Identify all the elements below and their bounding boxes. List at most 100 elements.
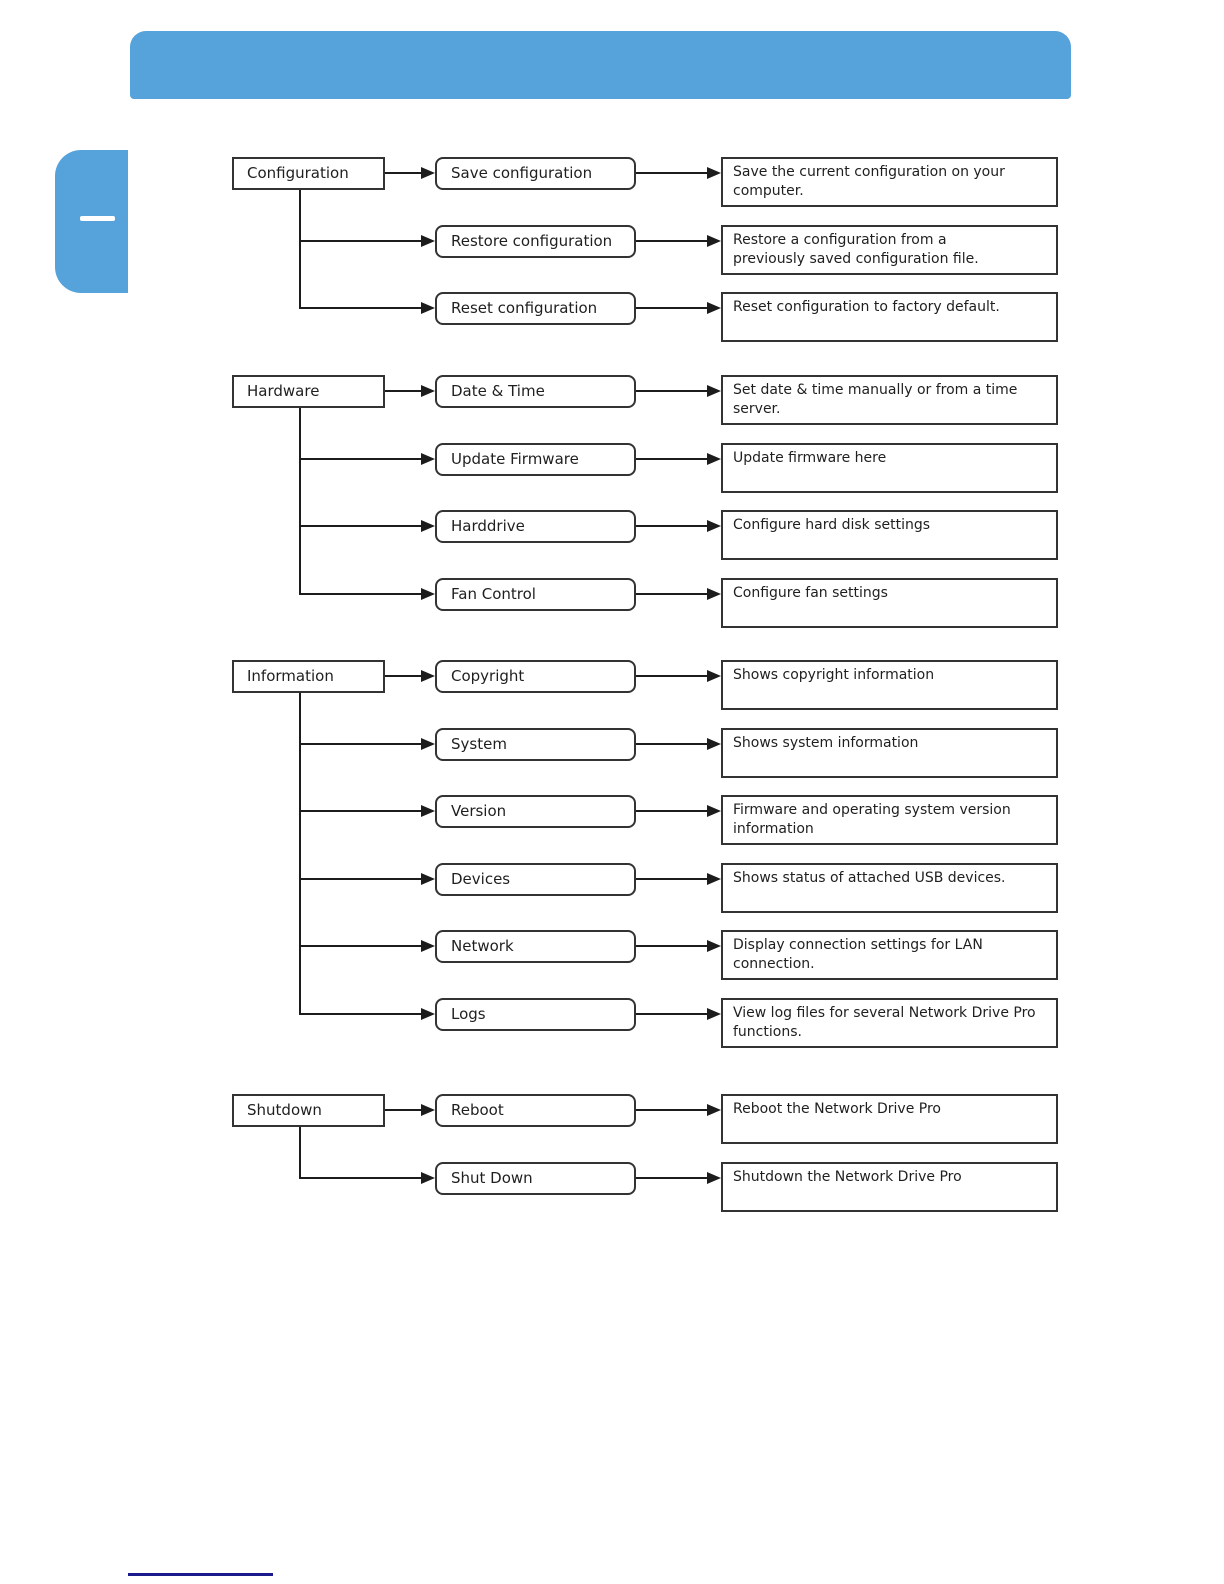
description-box: Configure fan settings <box>721 578 1058 628</box>
connector-line <box>385 1109 423 1111</box>
connector-line <box>299 458 423 460</box>
connector-line <box>636 1177 709 1179</box>
diagram-row: Shut Down Shutdown the Network Drive Pro <box>0 1162 1224 1212</box>
minus-icon <box>80 216 115 221</box>
arrowhead-icon <box>421 940 435 952</box>
arrowhead-icon <box>421 873 435 885</box>
arrowhead-icon <box>707 738 721 750</box>
diagram-row: Shutdown Reboot Reboot the Network Drive… <box>0 1094 1224 1144</box>
connector-line <box>385 390 423 392</box>
menu-item-box: Version <box>435 795 636 828</box>
arrowhead-icon <box>421 385 435 397</box>
arrowhead-icon <box>707 873 721 885</box>
diagram-row: Network Display connection settings for … <box>0 930 1224 980</box>
description-box: Display connection settings for LAN conn… <box>721 930 1058 980</box>
diagram-row: Information Copyright Shows copyright in… <box>0 660 1224 710</box>
description-box: Shows status of attached USB devices. <box>721 863 1058 913</box>
connector-line <box>385 172 423 174</box>
connector-line <box>636 172 709 174</box>
arrowhead-icon <box>421 670 435 682</box>
arrowhead-icon <box>707 670 721 682</box>
arrowhead-icon <box>421 235 435 247</box>
diagram-row: Devices Shows status of attached USB dev… <box>0 863 1224 913</box>
menu-item-box: Date & Time <box>435 375 636 408</box>
connector-line <box>299 190 301 308</box>
connector-line <box>299 945 423 947</box>
side-tab[interactable] <box>55 150 128 293</box>
diagram-row: Configuration Save configuration Save th… <box>0 157 1224 207</box>
arrowhead-icon <box>421 453 435 465</box>
diagram-row: Restore configuration Restore a configur… <box>0 225 1224 275</box>
root-box: Configuration <box>232 157 385 190</box>
arrowhead-icon <box>707 167 721 179</box>
description-box: Restore a configuration from a previousl… <box>721 225 1058 275</box>
connector-line <box>636 878 709 880</box>
menu-item-box: Network <box>435 930 636 963</box>
arrowhead-icon <box>707 588 721 600</box>
diagram-row: Logs View log files for several Network … <box>0 998 1224 1048</box>
connector-line <box>299 878 423 880</box>
arrowhead-icon <box>421 738 435 750</box>
arrowhead-icon <box>707 235 721 247</box>
description-box: Set date & time manually or from a time … <box>721 375 1058 425</box>
diagram-row: Update Firmware Update firmware here <box>0 443 1224 493</box>
menu-item-box: Restore configuration <box>435 225 636 258</box>
diagram-row: Fan Control Configure fan settings <box>0 578 1224 628</box>
description-box: Update firmware here <box>721 443 1058 493</box>
description-box: Save the current configuration on your c… <box>721 157 1058 207</box>
header-bar <box>130 31 1071 99</box>
diagram-row: System Shows system information <box>0 728 1224 778</box>
menu-item-box: Shut Down <box>435 1162 636 1195</box>
arrowhead-icon <box>707 453 721 465</box>
connector-line <box>636 1013 709 1015</box>
menu-item-box: Devices <box>435 863 636 896</box>
connector-line <box>636 675 709 677</box>
description-box: Firmware and operating system version in… <box>721 795 1058 845</box>
diagram-row: Harddrive Configure hard disk settings <box>0 510 1224 560</box>
arrowhead-icon <box>421 520 435 532</box>
connector-line <box>299 810 423 812</box>
arrowhead-icon <box>707 302 721 314</box>
connector-line <box>299 408 301 594</box>
arrowhead-icon <box>421 588 435 600</box>
arrowhead-icon <box>421 1008 435 1020</box>
description-box: Shows system information <box>721 728 1058 778</box>
menu-item-box: Reset configuration <box>435 292 636 325</box>
diagram-row: Version Firmware and operating system ve… <box>0 795 1224 845</box>
menu-item-box: Update Firmware <box>435 443 636 476</box>
connector-line <box>636 458 709 460</box>
connector-line <box>299 743 423 745</box>
root-box: Shutdown <box>232 1094 385 1127</box>
root-box: Hardware <box>232 375 385 408</box>
arrowhead-icon <box>707 940 721 952</box>
arrowhead-icon <box>707 1008 721 1020</box>
menu-item-box: Copyright <box>435 660 636 693</box>
root-box: Information <box>232 660 385 693</box>
connector-line <box>636 810 709 812</box>
connector-line <box>636 525 709 527</box>
connector-line <box>636 240 709 242</box>
connector-line <box>299 240 423 242</box>
arrowhead-icon <box>707 1104 721 1116</box>
description-box: Reset configuration to factory default. <box>721 292 1058 342</box>
connector-line <box>299 525 423 527</box>
arrowhead-icon <box>707 1172 721 1184</box>
menu-item-box: Reboot <box>435 1094 636 1127</box>
arrowhead-icon <box>421 805 435 817</box>
arrowhead-icon <box>421 1172 435 1184</box>
arrowhead-icon <box>707 805 721 817</box>
arrowhead-icon <box>421 167 435 179</box>
menu-item-box: Save configuration <box>435 157 636 190</box>
arrowhead-icon <box>421 1104 435 1116</box>
menu-item-box: System <box>435 728 636 761</box>
connector-line <box>636 390 709 392</box>
footer-divider <box>128 1573 273 1576</box>
description-box: Shows copyright information <box>721 660 1058 710</box>
connector-line <box>636 1109 709 1111</box>
connector-line <box>636 593 709 595</box>
description-box: Shutdown the Network Drive Pro <box>721 1162 1058 1212</box>
arrowhead-icon <box>707 385 721 397</box>
connector-line <box>636 307 709 309</box>
